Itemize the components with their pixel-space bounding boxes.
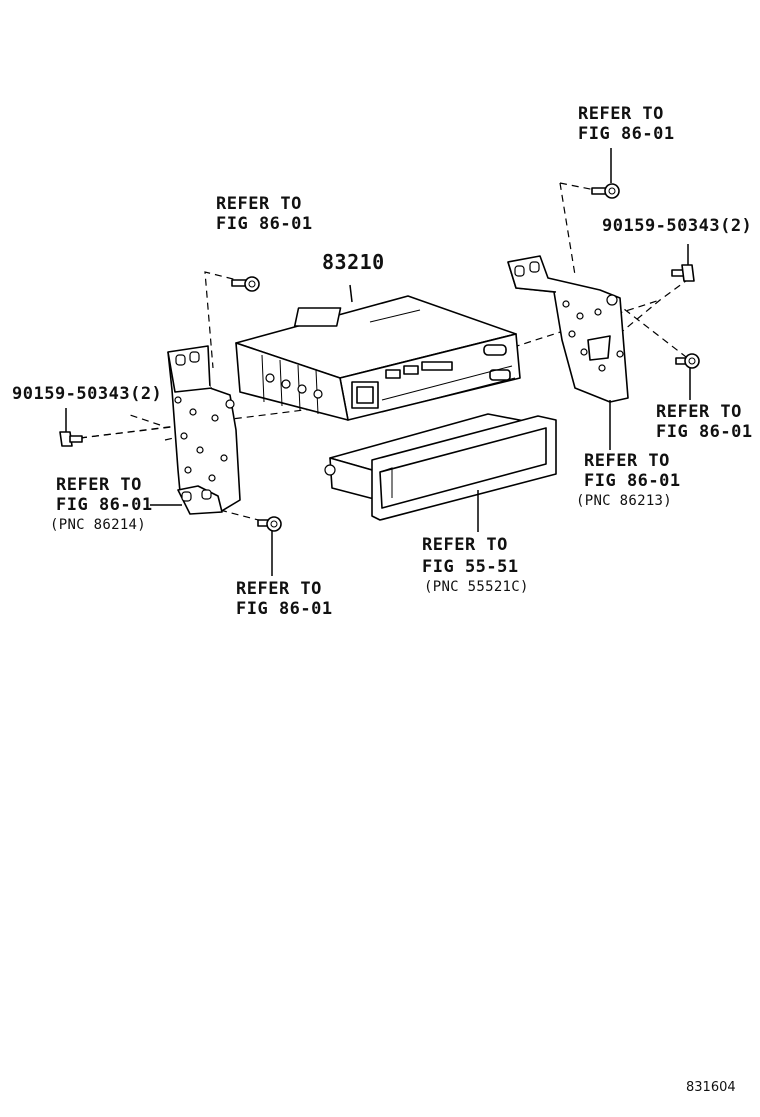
label-bolt-right: 90159-50343(2) <box>602 216 753 236</box>
label-refer-top-right-2: FIG 86-01 <box>578 124 675 144</box>
label-pnc-right-bracket: (PNC 86213) <box>576 493 673 509</box>
label-refer-top-left-1: REFER TO <box>216 194 302 214</box>
pocket-55521C <box>324 413 557 532</box>
bolt-right <box>671 244 695 282</box>
label-pnc-pocket: (PNC 55521C) <box>424 579 529 595</box>
diagram-code: 831604 <box>686 1080 736 1095</box>
label-refer-right-screw-2: FIG 86-01 <box>656 422 753 442</box>
left-bracket <box>167 345 241 515</box>
label-refer-top-left-2: FIG 86-01 <box>216 214 313 234</box>
label-refer-top-right-1: REFER TO <box>578 104 664 124</box>
label-bolt-left: 90159-50343(2) <box>12 384 163 404</box>
screw-top-right <box>591 148 620 199</box>
right-bracket <box>507 255 629 450</box>
label-pnc-left-bracket: (PNC 86214) <box>50 517 147 533</box>
label-refer-right-bracket-1: REFER TO <box>584 451 670 471</box>
screw-right <box>675 353 700 400</box>
label-refer-bottom-screw-2: FIG 86-01 <box>236 599 333 619</box>
label-refer-right-bracket-2: FIG 86-01 <box>584 471 681 491</box>
label-refer-bottom-screw-1: REFER TO <box>236 579 322 599</box>
bolt-left <box>59 408 83 447</box>
screw-bottom <box>257 516 282 576</box>
radio-unit-83210 <box>235 284 521 421</box>
screw-top-left <box>231 276 260 292</box>
label-refer-pocket-2: FIG 55-51 <box>422 557 519 577</box>
label-part-radio: 83210 <box>322 250 385 274</box>
label-refer-pocket-1: REFER TO <box>422 535 508 555</box>
label-refer-left-bracket-2: FIG 86-01 <box>56 495 153 515</box>
label-refer-right-screw-1: REFER TO <box>656 402 742 422</box>
label-refer-left-bracket-1: REFER TO <box>56 475 142 495</box>
